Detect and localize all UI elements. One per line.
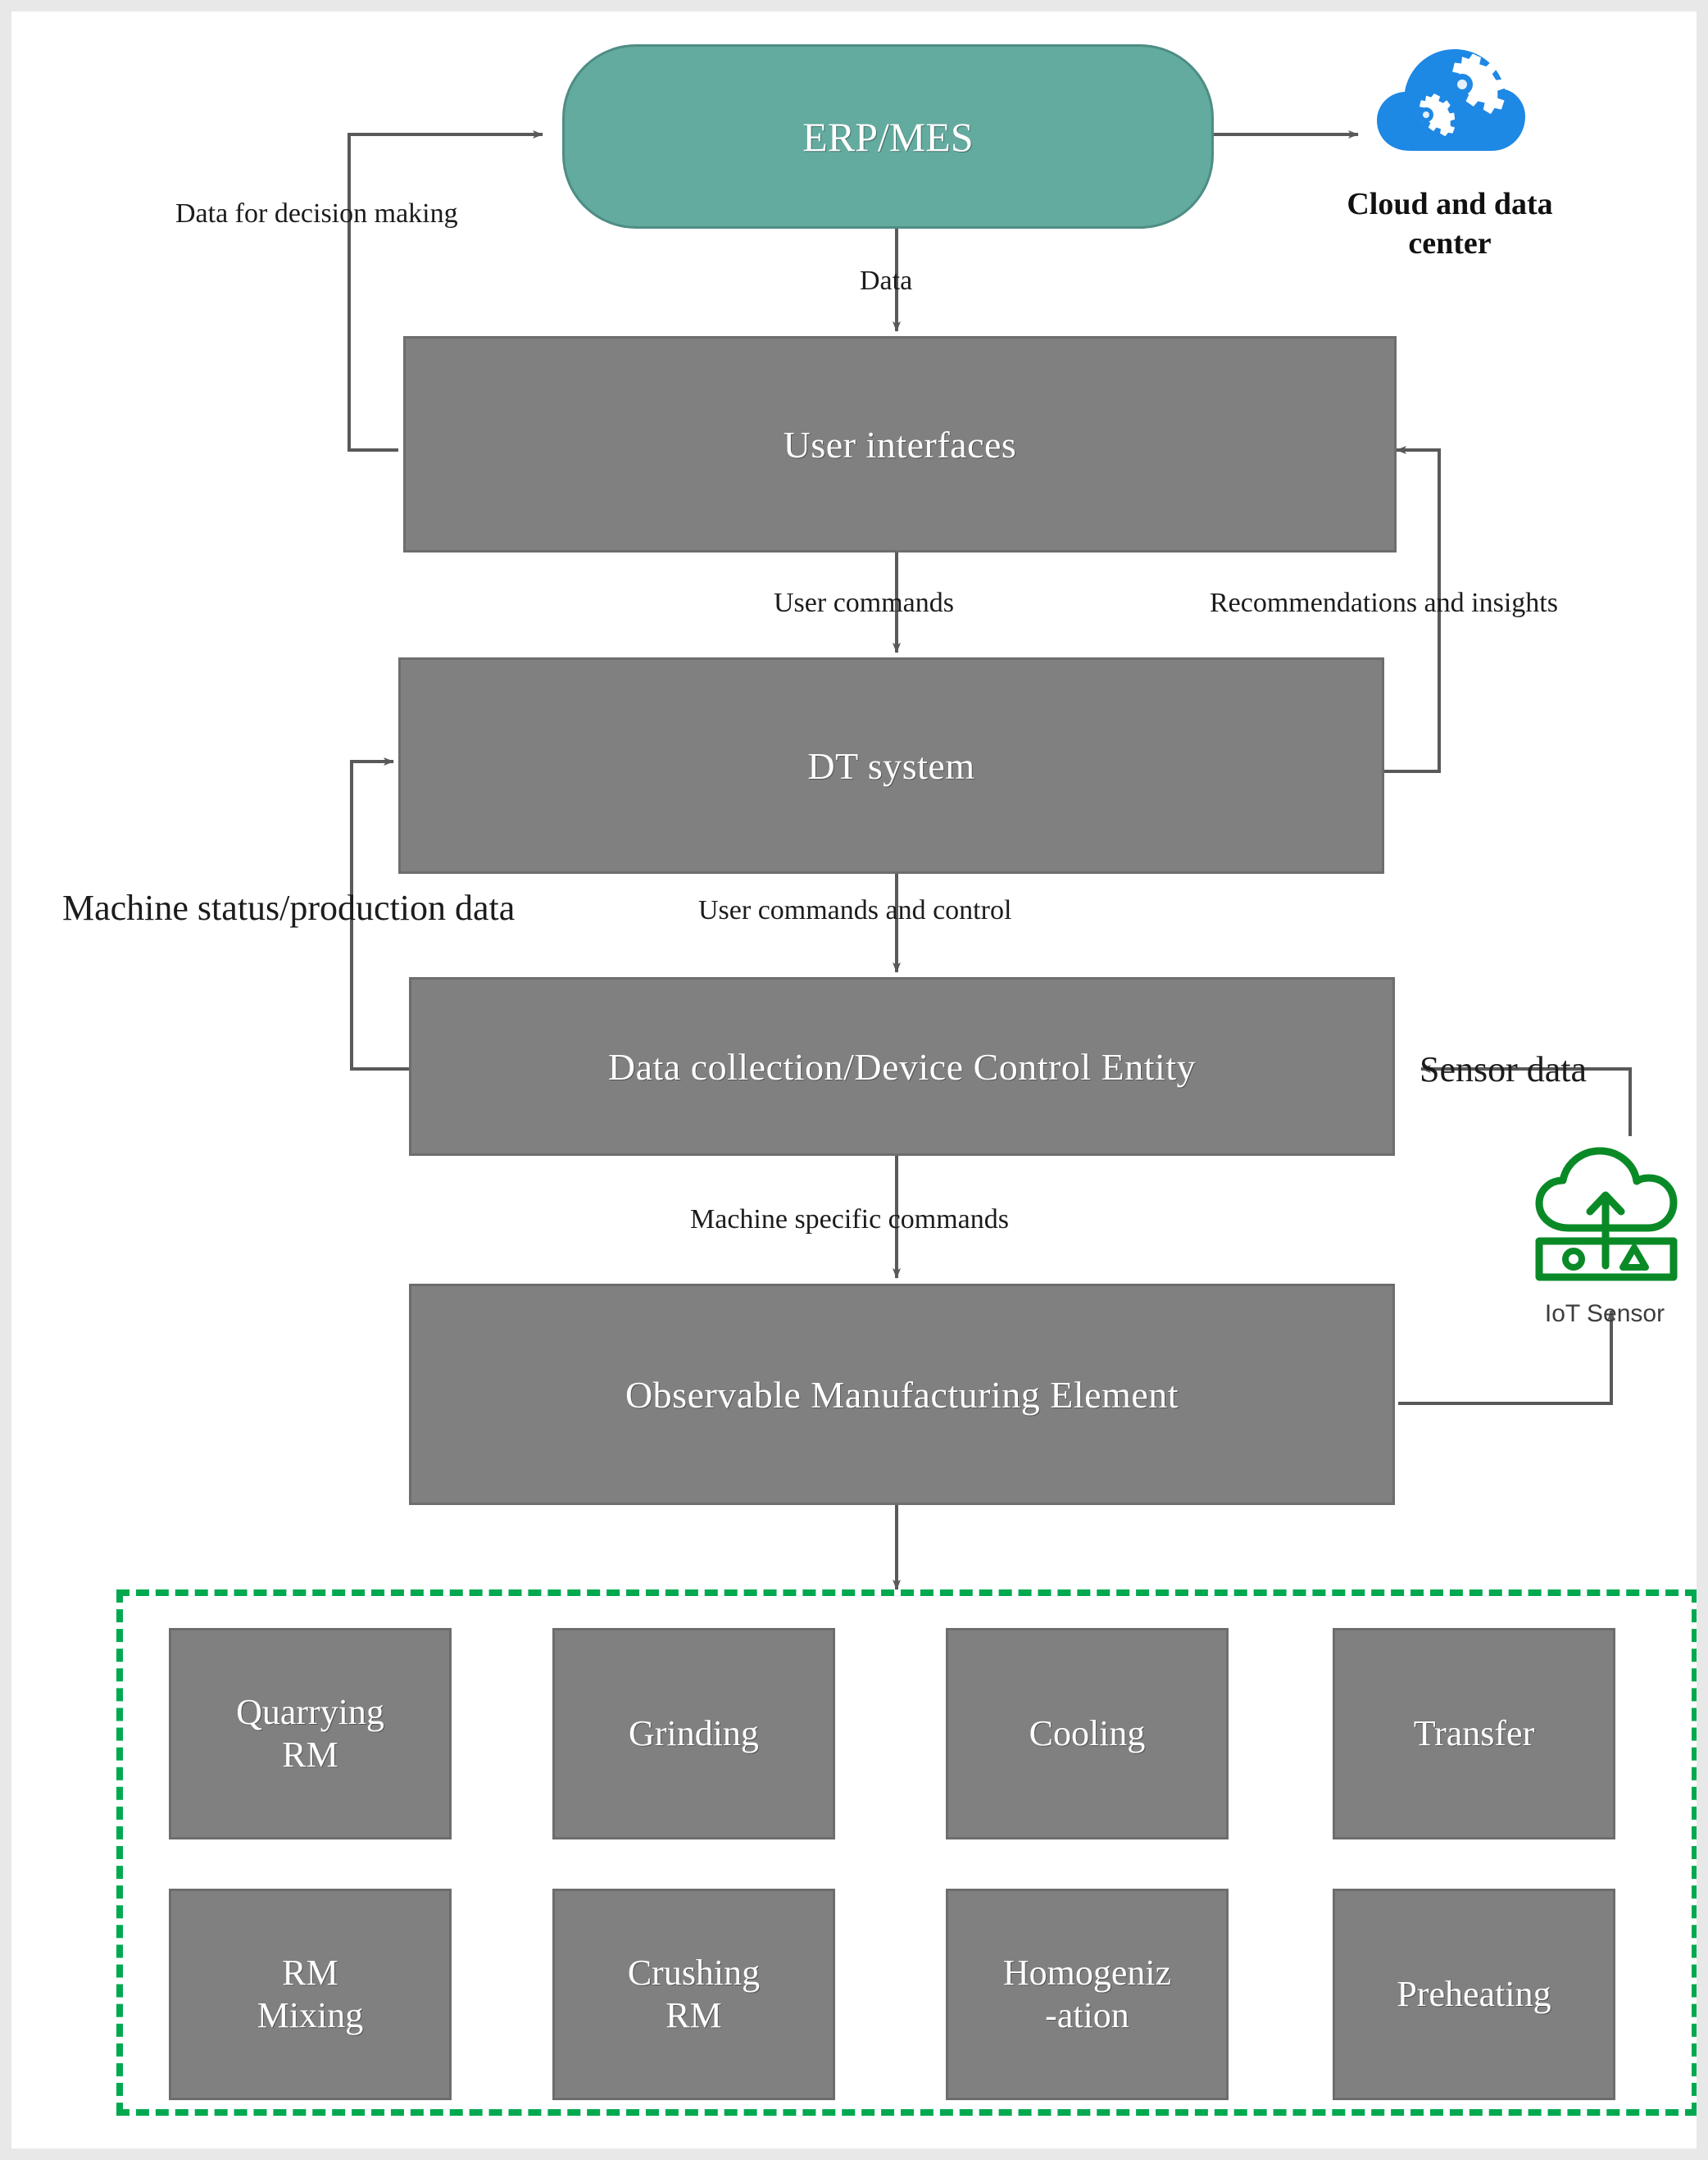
node-observable-manufacturing-element[interactable]: Observable Manufacturing Element	[409, 1284, 1395, 1505]
node-data-collection-device-control-entity[interactable]: Data collection/Device Control Entity	[409, 977, 1395, 1156]
edge-label-user-commands-and-control: User commands and control	[698, 895, 1012, 925]
edge-label-data-for-decision-making: Data for decision making	[175, 198, 458, 229]
node-user-interfaces-label: User interfaces	[783, 423, 1017, 466]
process-box-label: Transfer	[1413, 1713, 1535, 1754]
cloud-data-center-caption: Cloud and data center	[1347, 187, 1553, 261]
edge-recommendations-insights	[1384, 446, 1441, 773]
process-box-grinding[interactable]: Grinding	[552, 1628, 835, 1839]
edge-label-recommendations-and-insights: Recommendations and insights	[1210, 588, 1558, 618]
node-observable-element-label: Observable Manufacturing Element	[625, 1373, 1179, 1416]
process-box-label: RM Mixing	[257, 1953, 364, 2035]
cloud-gears-icon[interactable]	[1372, 36, 1528, 167]
edge-label-machine-specific-commands: Machine specific commands	[690, 1204, 1009, 1235]
process-group-container	[116, 1589, 1697, 2116]
process-box-label: Preheating	[1397, 1974, 1551, 2015]
edge-label-machine-status-production-data: Machine status/production data	[62, 888, 516, 928]
process-box-transfer[interactable]: Transfer	[1333, 1628, 1615, 1839]
node-dt-system-label: DT system	[807, 744, 975, 787]
edge-observable-to-iot-sensor	[1398, 1310, 1615, 1405]
process-box-quarrying-rm[interactable]: Quarrying RM	[169, 1628, 452, 1839]
node-erp-mes-label: ERP/MES	[802, 113, 974, 160]
edge-data-for-decision-making	[348, 130, 543, 452]
process-box-rm-mixing[interactable]: RM Mixing	[169, 1889, 452, 2100]
process-box-label: Crushing RM	[627, 1953, 761, 2035]
process-box-label: Cooling	[1029, 1713, 1146, 1754]
edge-label-sensor-data: Sensor data	[1420, 1049, 1588, 1089]
edge-label-data: Data	[860, 266, 913, 296]
iot-sensor-caption: IoT Sensor	[1544, 1300, 1665, 1327]
connector-layer	[348, 130, 1632, 1590]
edge-machine-status-production-data	[350, 757, 409, 1071]
process-box-label: Quarrying RM	[236, 1692, 384, 1775]
node-dt-system[interactable]: DT system	[398, 657, 1384, 874]
process-box-homogenization[interactable]: Homogeniz -ation	[946, 1889, 1229, 2100]
process-box-label: Grinding	[629, 1713, 759, 1754]
edge-label-user-commands: User commands	[774, 588, 955, 618]
process-box-preheating[interactable]: Preheating	[1333, 1889, 1615, 2100]
edge-sensor-data	[1420, 1065, 1632, 1136]
process-box-label: Homogeniz -ation	[1002, 1953, 1172, 2035]
node-user-interfaces[interactable]: User interfaces	[403, 336, 1397, 553]
node-erp-mes[interactable]: ERP/MES	[562, 44, 1214, 229]
node-data-collection-label: Data collection/Device Control Entity	[607, 1045, 1197, 1088]
iot-sensor-icon[interactable]	[1519, 1143, 1690, 1298]
process-box-crushing-rm[interactable]: Crushing RM	[552, 1889, 835, 2100]
process-box-cooling[interactable]: Cooling	[946, 1628, 1229, 1839]
